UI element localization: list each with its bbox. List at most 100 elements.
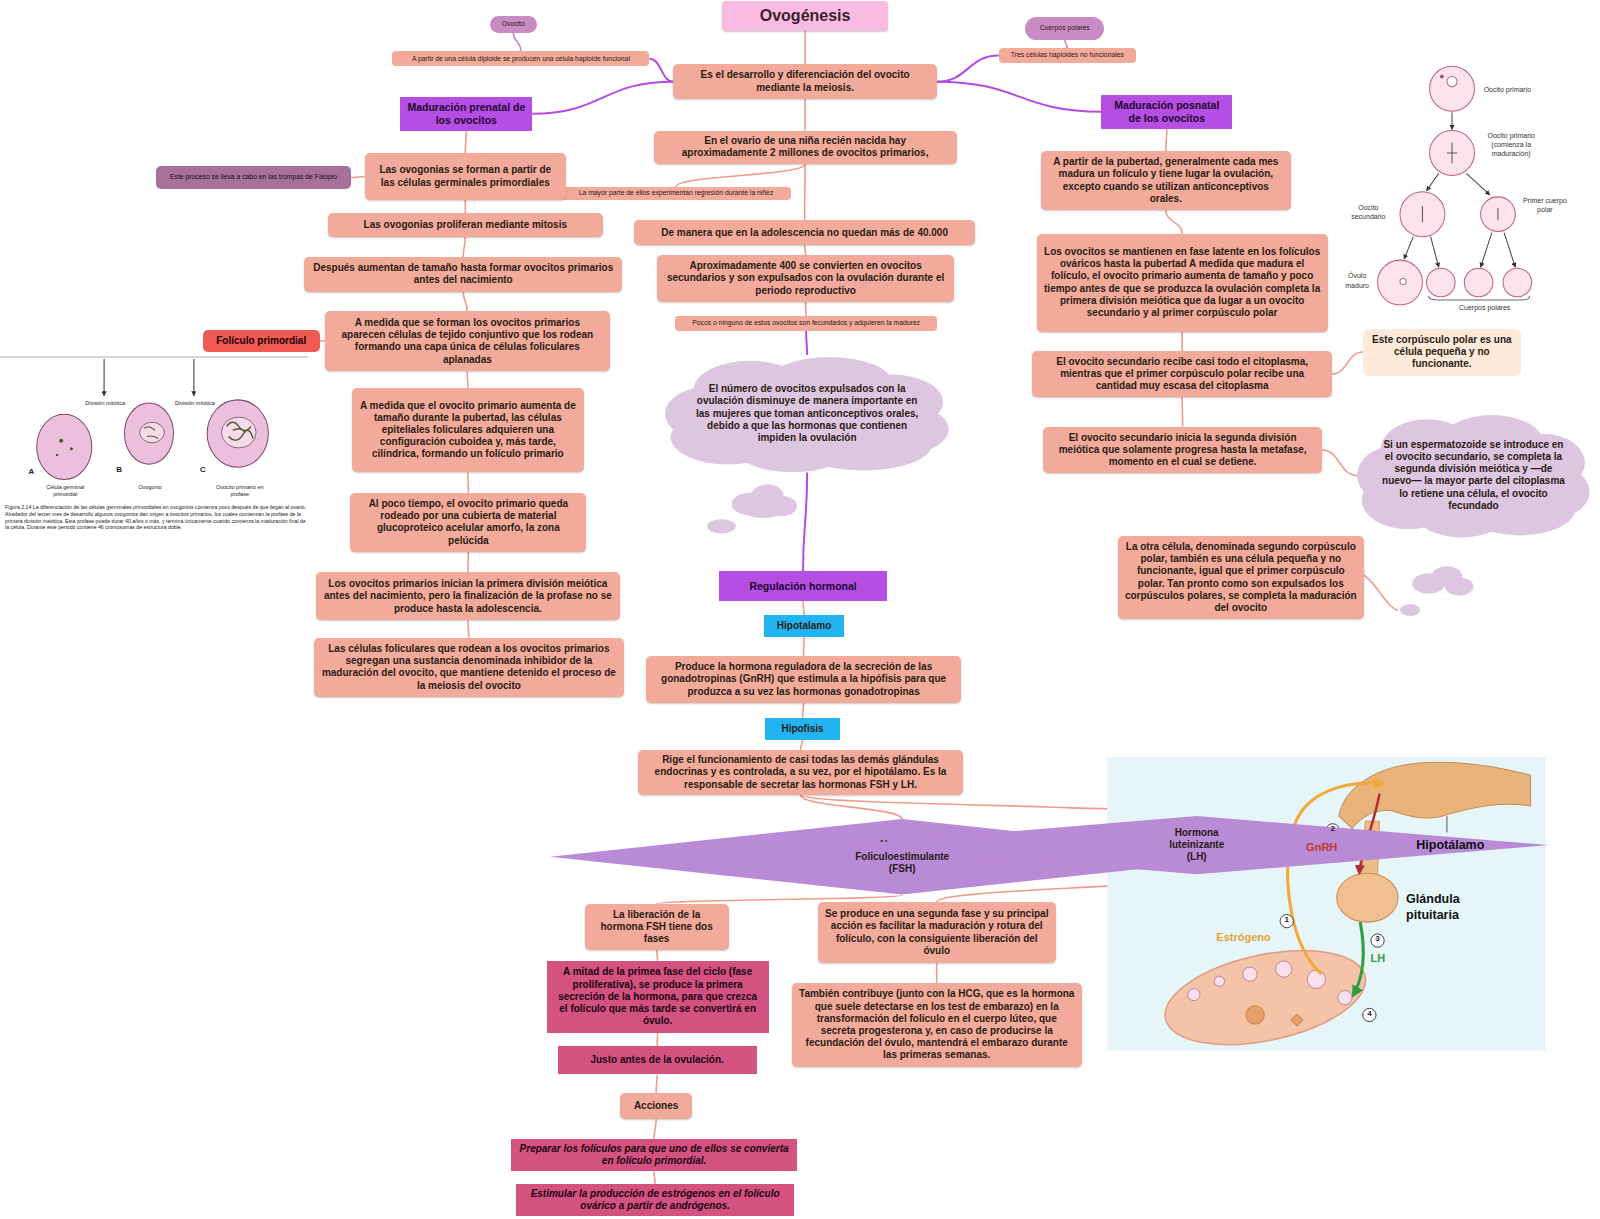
thought-cloud: Si un espermatozoide se introduce en el … <box>1357 413 1590 537</box>
connector <box>532 82 673 114</box>
connector <box>1166 129 1167 151</box>
connector <box>804 99 806 131</box>
node-text: A medida que se forman los ovocitos prim… <box>332 317 604 366</box>
connector <box>1181 332 1183 351</box>
concept-box: Al poco tiempo, el ovocito primario qued… <box>350 493 586 552</box>
connector <box>513 33 521 51</box>
gland-box: Hipofisis <box>765 718 841 739</box>
connector <box>467 552 469 572</box>
figure-label: Ovogonio <box>127 484 174 491</box>
connector <box>803 472 807 571</box>
section-header: Maduración prenatal de los ovocitos <box>400 97 532 131</box>
node-text: Tres células haploides no funcionales <box>1011 51 1124 59</box>
connector <box>465 131 466 153</box>
note-box: Pocos o ninguno de estos ovocitos son fe… <box>675 316 938 330</box>
meiosis-figure <box>1378 66 1532 305</box>
concept-box: Rige el funcionamiento de casi todas las… <box>638 750 964 795</box>
node-text: A partir de una célula diploide se produ… <box>412 55 630 63</box>
title-box: Ovogénesis <box>722 1 889 31</box>
connector <box>464 200 466 213</box>
node-text: Si un espermatozoide se introduce en el … <box>1381 439 1566 512</box>
concept-box: Produce la hormona reguladora de la secr… <box>646 656 961 703</box>
connector <box>936 963 938 982</box>
figure-caption: Figura 2.14 La diferenciación de las cél… <box>5 504 308 531</box>
node-text: Este corpúsculo polar es una célula pequ… <box>1370 334 1514 371</box>
node-text: Pocos o ninguno de estos ovocitos son fe… <box>692 319 920 327</box>
term-bubble: Cuerpos polares <box>1025 17 1104 39</box>
node-text: Cuerpos polares <box>1040 24 1090 32</box>
connector <box>467 371 469 387</box>
node-text: Se produce en una segunda fase y su prin… <box>825 908 1049 957</box>
note-box: La mayor parte de ellos experimentan reg… <box>561 187 791 200</box>
connector <box>468 620 469 637</box>
concept-box: A medida que se forman los ovocitos prim… <box>325 311 611 371</box>
node-text: Al poco tiempo, el ovocito primario qued… <box>357 498 579 547</box>
concept-box: El ovocito secundario inicia la segunda … <box>1043 427 1322 474</box>
action-box: Estimular la producción de estrógenos en… <box>516 1184 794 1217</box>
connector <box>937 82 1101 112</box>
connector <box>803 637 805 656</box>
node-text: Las ovogonias proliferan mediante mitosi… <box>364 219 567 231</box>
node-text: El número de ovocitos expulsados con la … <box>689 383 925 444</box>
action-box: Preparar los folículos para que uno de e… <box>511 1139 798 1172</box>
figure-label: División mitótica <box>173 400 216 407</box>
figure-label: Oocito primario (comienza la maduración) <box>1482 131 1541 158</box>
note-box: Este corpúsculo polar es una célula pequ… <box>1363 329 1521 376</box>
node-text: Acciones <box>634 1100 678 1112</box>
figure-label: Oocito primario <box>1484 85 1566 94</box>
connector <box>805 245 806 255</box>
node-text: Hormona luteinizante (LH) <box>1169 827 1224 864</box>
concept-box: El ovocito secundario recibe casi todo e… <box>1032 351 1332 397</box>
node-text: Folículo primordial <box>216 335 306 347</box>
concept-box: A partir de la pubertad, generalmente ca… <box>1041 151 1291 210</box>
concept-box: Las ovogonias proliferan mediante mitosi… <box>328 213 603 236</box>
connector <box>806 331 807 356</box>
node-text: De manera que en la adolescencia no qued… <box>661 227 948 239</box>
figure-label: B <box>116 465 126 475</box>
node-text: Después aumentan de tamaño hasta formar … <box>311 262 615 286</box>
callout-number: 3 <box>1371 935 1383 943</box>
concept-box: Los ovocitos primarios inician la primer… <box>316 572 620 620</box>
concept-box: Las células foliculares que rodean a los… <box>314 638 624 697</box>
concept-box: En el ovario de una niña recién nacida h… <box>654 131 957 165</box>
node-text: En el ovario de una niña recién nacida h… <box>661 135 950 159</box>
figure-label: Primer cuerpo polar <box>1520 196 1569 214</box>
thought-cloud: El número de ovocitos expulsados con la … <box>665 355 949 472</box>
figure-label: C <box>200 465 210 475</box>
connector <box>937 56 999 82</box>
connector <box>654 1119 656 1138</box>
connector <box>320 340 325 342</box>
term-bubble: Ovocito <box>490 16 537 32</box>
section-header: Maduración posnatal de los ovocitos <box>1101 95 1232 129</box>
node-text: Rige el funcionamiento de casi todas las… <box>645 754 957 791</box>
connector <box>804 164 806 220</box>
connector <box>1181 397 1183 427</box>
connector <box>803 703 804 718</box>
concept-box: La otra célula, denominada segundo corpú… <box>1118 536 1365 620</box>
concept-box: Aproximadamente 400 se convierten en ovo… <box>657 255 954 302</box>
connector <box>649 59 673 82</box>
connector <box>803 601 804 615</box>
node-text: Aproximadamente 400 se convierten en ovo… <box>664 260 947 297</box>
note-box: A partir de una célula diploide se produ… <box>392 51 649 66</box>
connector <box>1166 210 1182 233</box>
gland-box: Hipotalamo <box>764 615 843 636</box>
cell-figure <box>0 357 308 479</box>
decor-leader <box>1358 571 1398 610</box>
node-text: Los ovocitos primarios inician la primer… <box>323 578 613 615</box>
node-text: A partir de la pubertad, generalmente ca… <box>1048 156 1284 205</box>
note-box: Este proceso se lleva a cabo en las trom… <box>156 166 350 188</box>
note-box: Tres células haploides no funcionales <box>999 48 1136 63</box>
phase-box: Justo antes de la ovulación. <box>558 1046 757 1075</box>
connector <box>1322 450 1357 476</box>
connector <box>1065 40 1068 48</box>
connector <box>467 472 469 492</box>
figure-label: A <box>29 467 39 477</box>
connector <box>656 1033 658 1046</box>
callout-number: 4 <box>1363 1010 1375 1018</box>
concept-box: Acciones <box>620 1093 691 1120</box>
concept-box: También contribuye (junto con la HCG, qu… <box>792 983 1082 1068</box>
concept-box: Las ovogonias se forman a partir de las … <box>365 153 566 200</box>
node-text: Los ovocitos se mantienen en fase latent… <box>1044 246 1321 319</box>
figure-label: GnRH <box>1306 840 1347 854</box>
